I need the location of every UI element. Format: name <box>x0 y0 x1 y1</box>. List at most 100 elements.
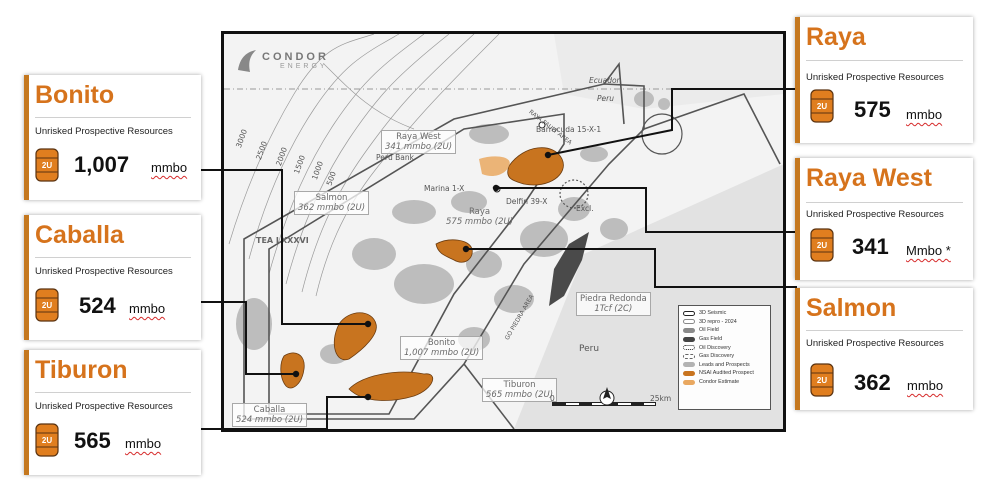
barrel-badge: 2U <box>817 102 827 111</box>
barrel-badge: 2U <box>42 161 52 170</box>
card-divider <box>806 202 963 203</box>
map-label-raya-west: Raya West 341 mmbo (2U) <box>381 130 457 154</box>
map-label-salmon-value: 362 mmbo (2U) <box>298 203 366 213</box>
map-label-tiburon-value: 565 mmbo (2U) <box>486 390 554 400</box>
scale-end: 25km <box>650 394 672 403</box>
condor-logo-icon <box>238 50 256 72</box>
card-title: Tiburon <box>35 356 128 384</box>
legend-item: Gas Discovery <box>683 352 766 361</box>
card-value: 524 <box>79 293 116 318</box>
legend-item: 3D repro - 2024 <box>683 318 766 327</box>
land-north <box>554 34 783 109</box>
raya-prospect <box>507 147 564 186</box>
legend-item: Oil Field <box>683 326 766 335</box>
legend-label: Oil Field <box>699 327 719 334</box>
map-frame: CONDOR ENERGY Ecuador Peru Peru TEA LXXX… <box>221 31 786 432</box>
card-unit: mmbo <box>125 436 162 451</box>
map-label-bonito-value: 1,007 mmbo (2U) <box>404 348 480 358</box>
map-label-caballa: Caballa 524 mmbo (2U) <box>232 403 308 427</box>
legend-item: 3D Seismic <box>683 309 766 318</box>
card-divider <box>35 257 191 258</box>
card-bonito: Bonito Unrisked Prospective Resources 2U… <box>24 75 201 200</box>
legend-swatch <box>683 379 695 385</box>
card-subtitle: Unrisked Prospective Resources <box>35 401 173 412</box>
card-subtitle: Unrisked Prospective Resources <box>806 209 944 220</box>
map-label-tiburon: Tiburon 565 mmbo (2U) <box>482 378 558 402</box>
excl-label: Excl. <box>576 204 594 213</box>
caballa-prospect <box>280 352 305 389</box>
map-label-raya-value: 575 mmbo (2U) <box>446 217 514 227</box>
legend-swatch <box>683 319 695 325</box>
legend-swatch <box>683 370 695 376</box>
card-tiburon: Tiburon Unrisked Prospective Resources 2… <box>24 350 201 475</box>
card-value: 1,007 <box>74 152 130 177</box>
bonito-prospect <box>333 312 377 361</box>
map-label-caballa-value: 524 mmbo (2U) <box>236 415 304 425</box>
marina-well-label: Marina 1-X <box>424 184 465 193</box>
card-subtitle: Unrisked Prospective Resources <box>806 72 944 83</box>
oil-barrel-icon: 2U <box>35 288 59 322</box>
border-country-south: Peru <box>597 94 614 103</box>
legend-swatch <box>683 336 695 342</box>
legend-label: 3D Seismic <box>699 310 727 317</box>
card-salmon: Salmon Unrisked Prospective Resources 2U… <box>795 288 973 410</box>
map-label-raya-west-value: 341 mmbo (2U) <box>385 142 453 152</box>
card-title: Raya <box>806 23 866 51</box>
card-divider <box>806 330 963 331</box>
card-unit: mmbo <box>907 378 944 393</box>
card-unit: mmbo <box>129 301 166 316</box>
card-title: Caballa <box>35 221 124 249</box>
logo-text: CONDOR <box>262 51 329 63</box>
map-label-bonito-name: Bonito <box>427 338 456 348</box>
card-raya-west: Raya West Unrisked Prospective Resources… <box>795 158 973 280</box>
delfin-well-label: Delfin 39-X <box>506 197 548 206</box>
legend-item: Oil Discovery <box>683 343 766 352</box>
barrel-badge: 2U <box>817 241 827 250</box>
legend-item: NSAI Audited Prospect <box>683 369 766 378</box>
legend-swatch <box>683 345 695 351</box>
card-subtitle: Unrisked Prospective Resources <box>35 126 173 137</box>
map-label-caballa-name: Caballa <box>253 405 286 415</box>
oil-barrel-icon: 2U <box>810 363 834 397</box>
salmon-prospect <box>435 239 473 263</box>
map-label-salmon: Salmon 362 mmbo (2U) <box>294 191 370 215</box>
map-label-salmon-name: Salmon <box>315 193 348 203</box>
legend-label: Leads and Prospects <box>699 361 750 368</box>
discovery-circle <box>641 113 683 155</box>
legend-item: Leads and Prospects <box>683 361 766 370</box>
barracuda-well-marker <box>538 121 546 129</box>
legend-item: Gas Field <box>683 335 766 344</box>
card-title: Salmon <box>806 294 897 322</box>
map-label-piedra-redonda-value: 1Tcf (2C) <box>594 304 633 314</box>
card-raya: Raya Unrisked Prospective Resources 2U 5… <box>795 17 973 143</box>
logo-subtext: ENERGY <box>280 63 328 70</box>
prospects <box>280 147 564 401</box>
legend-label: Oil Discovery <box>699 344 731 351</box>
legend-label: Condor Estimate <box>699 379 740 386</box>
card-title: Raya West <box>806 164 932 192</box>
card-unit: Mmbo * <box>906 243 951 258</box>
barrel-badge: 2U <box>817 376 827 385</box>
tiburon-prospect <box>348 371 434 401</box>
legend-label: Gas Field <box>699 336 723 343</box>
marina-well-marker <box>493 185 501 193</box>
card-value: 362 <box>854 370 891 395</box>
card-unit: mmbo <box>151 160 188 175</box>
map-label-raya-west-name: Raya West <box>396 132 441 142</box>
north-arrow-icon: N <box>599 387 615 406</box>
map-label-piedra-redonda-name: Piedra Redonda <box>580 294 647 304</box>
scale-start: 0 <box>550 394 555 403</box>
legend-item: Condor Estimate <box>683 378 766 387</box>
card-value: 341 <box>852 234 889 259</box>
card-title: Bonito <box>35 81 115 109</box>
legend-label: Gas Discovery <box>699 353 735 360</box>
map-label-piedra-redonda: Piedra Redonda 1Tcf (2C) <box>576 292 651 316</box>
border-country-north: Ecuador <box>589 76 620 85</box>
legend-label: NSAI Audited Prospect <box>699 370 754 377</box>
raya-west-prospect <box>479 156 510 177</box>
peru-bank-label: Peru Bank <box>376 153 414 162</box>
country-label: Peru <box>579 344 600 354</box>
card-divider <box>35 392 191 393</box>
map-label-tiburon-name: Tiburon <box>503 380 536 390</box>
